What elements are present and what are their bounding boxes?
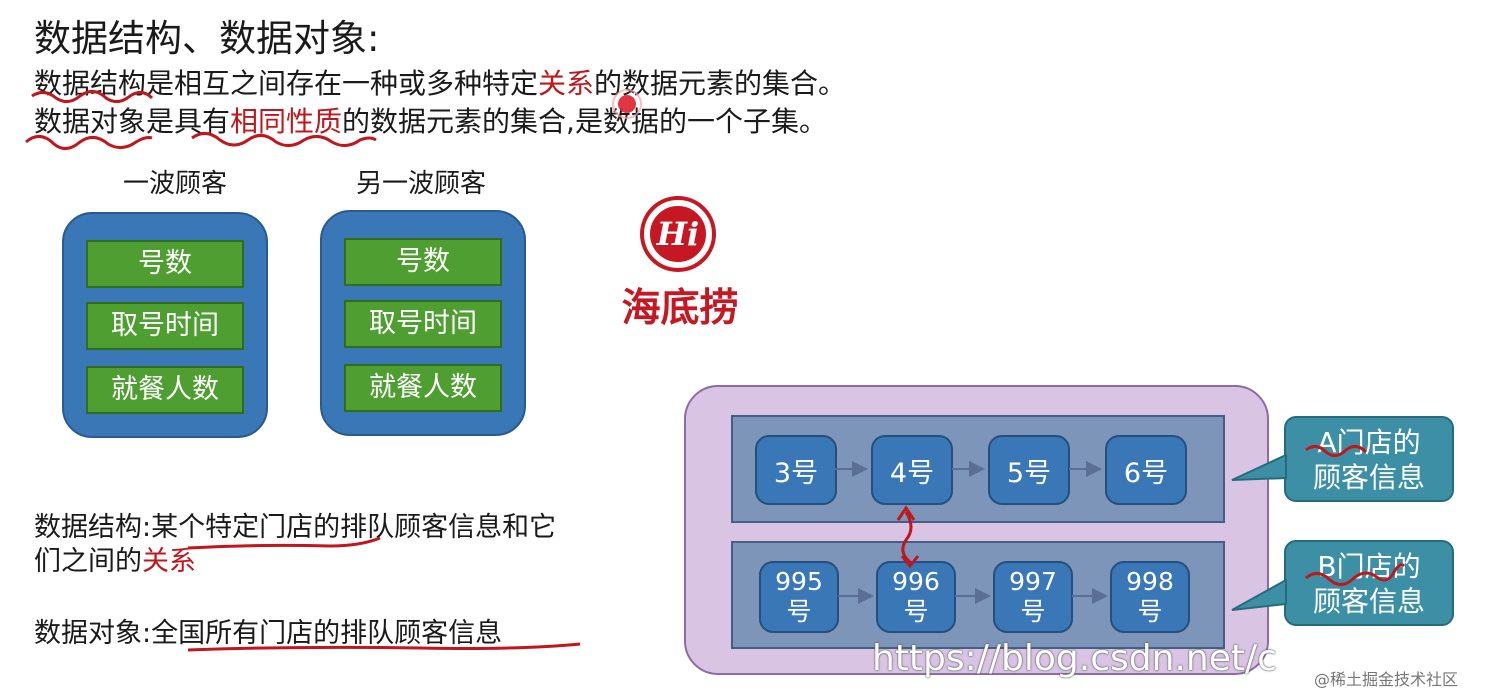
definition-structure: 数据结构是相互之间存在一种或多种特定关系的数据元素的集合。: [34, 67, 847, 100]
field-ticket-time: 取号时间: [344, 300, 502, 348]
term-data-object: 数据对象: [34, 105, 147, 138]
highlight-same-nature: 相同性质: [230, 105, 343, 138]
highlight-relation: 关系: [538, 67, 595, 100]
watermark-url: https://blog.csdn.net/c: [872, 638, 1277, 679]
definition-object: 数据对象是具有相同性质的数据元素的集合,是数据的一个子集。: [34, 105, 827, 138]
group-label-2: 另一波顾客: [355, 169, 486, 199]
hi-logo-icon: Hi: [644, 200, 712, 268]
field-number: 号数: [86, 240, 244, 288]
field-ticket-time: 取号时间: [86, 302, 244, 350]
callout-store-a: A门店的 顾客信息: [1284, 416, 1454, 502]
field-party-size: 就餐人数: [344, 364, 502, 412]
queue-node: 5号: [988, 435, 1070, 505]
logo-mark-text: Hi: [656, 215, 699, 253]
term-data-structure: 数据结构: [34, 67, 147, 100]
note-object: 数据对象:全国所有门店的排队顾客信息: [34, 618, 503, 649]
field-number: 号数: [344, 238, 502, 286]
queue-node: 3号: [755, 435, 837, 505]
brand-name: 海底捞: [621, 286, 739, 331]
field-party-size: 就餐人数: [86, 366, 244, 414]
queue-node: 4号: [871, 435, 953, 505]
slide-title: 数据结构、数据对象:: [34, 17, 380, 60]
haidilao-logo-mark: Hi: [640, 196, 716, 272]
watermark-community: @稀土掘金技术社区: [1314, 670, 1459, 689]
customer-record-card-2: 号数 取号时间 就餐人数: [320, 210, 526, 436]
callout-store-b: B门店的 顾客信息: [1284, 540, 1454, 626]
queue-row-a: 3号 4号 5号 6号: [731, 415, 1225, 523]
group-label-1: 一波顾客: [122, 169, 227, 199]
note-structure-line2: 们之间的关系: [34, 546, 196, 577]
customer-record-card-1: 号数 取号时间 就餐人数: [62, 212, 268, 438]
note-structure-line1: 数据结构:某个特定门店的排队顾客信息和它: [34, 512, 557, 543]
queue-node: 6号: [1105, 435, 1187, 505]
